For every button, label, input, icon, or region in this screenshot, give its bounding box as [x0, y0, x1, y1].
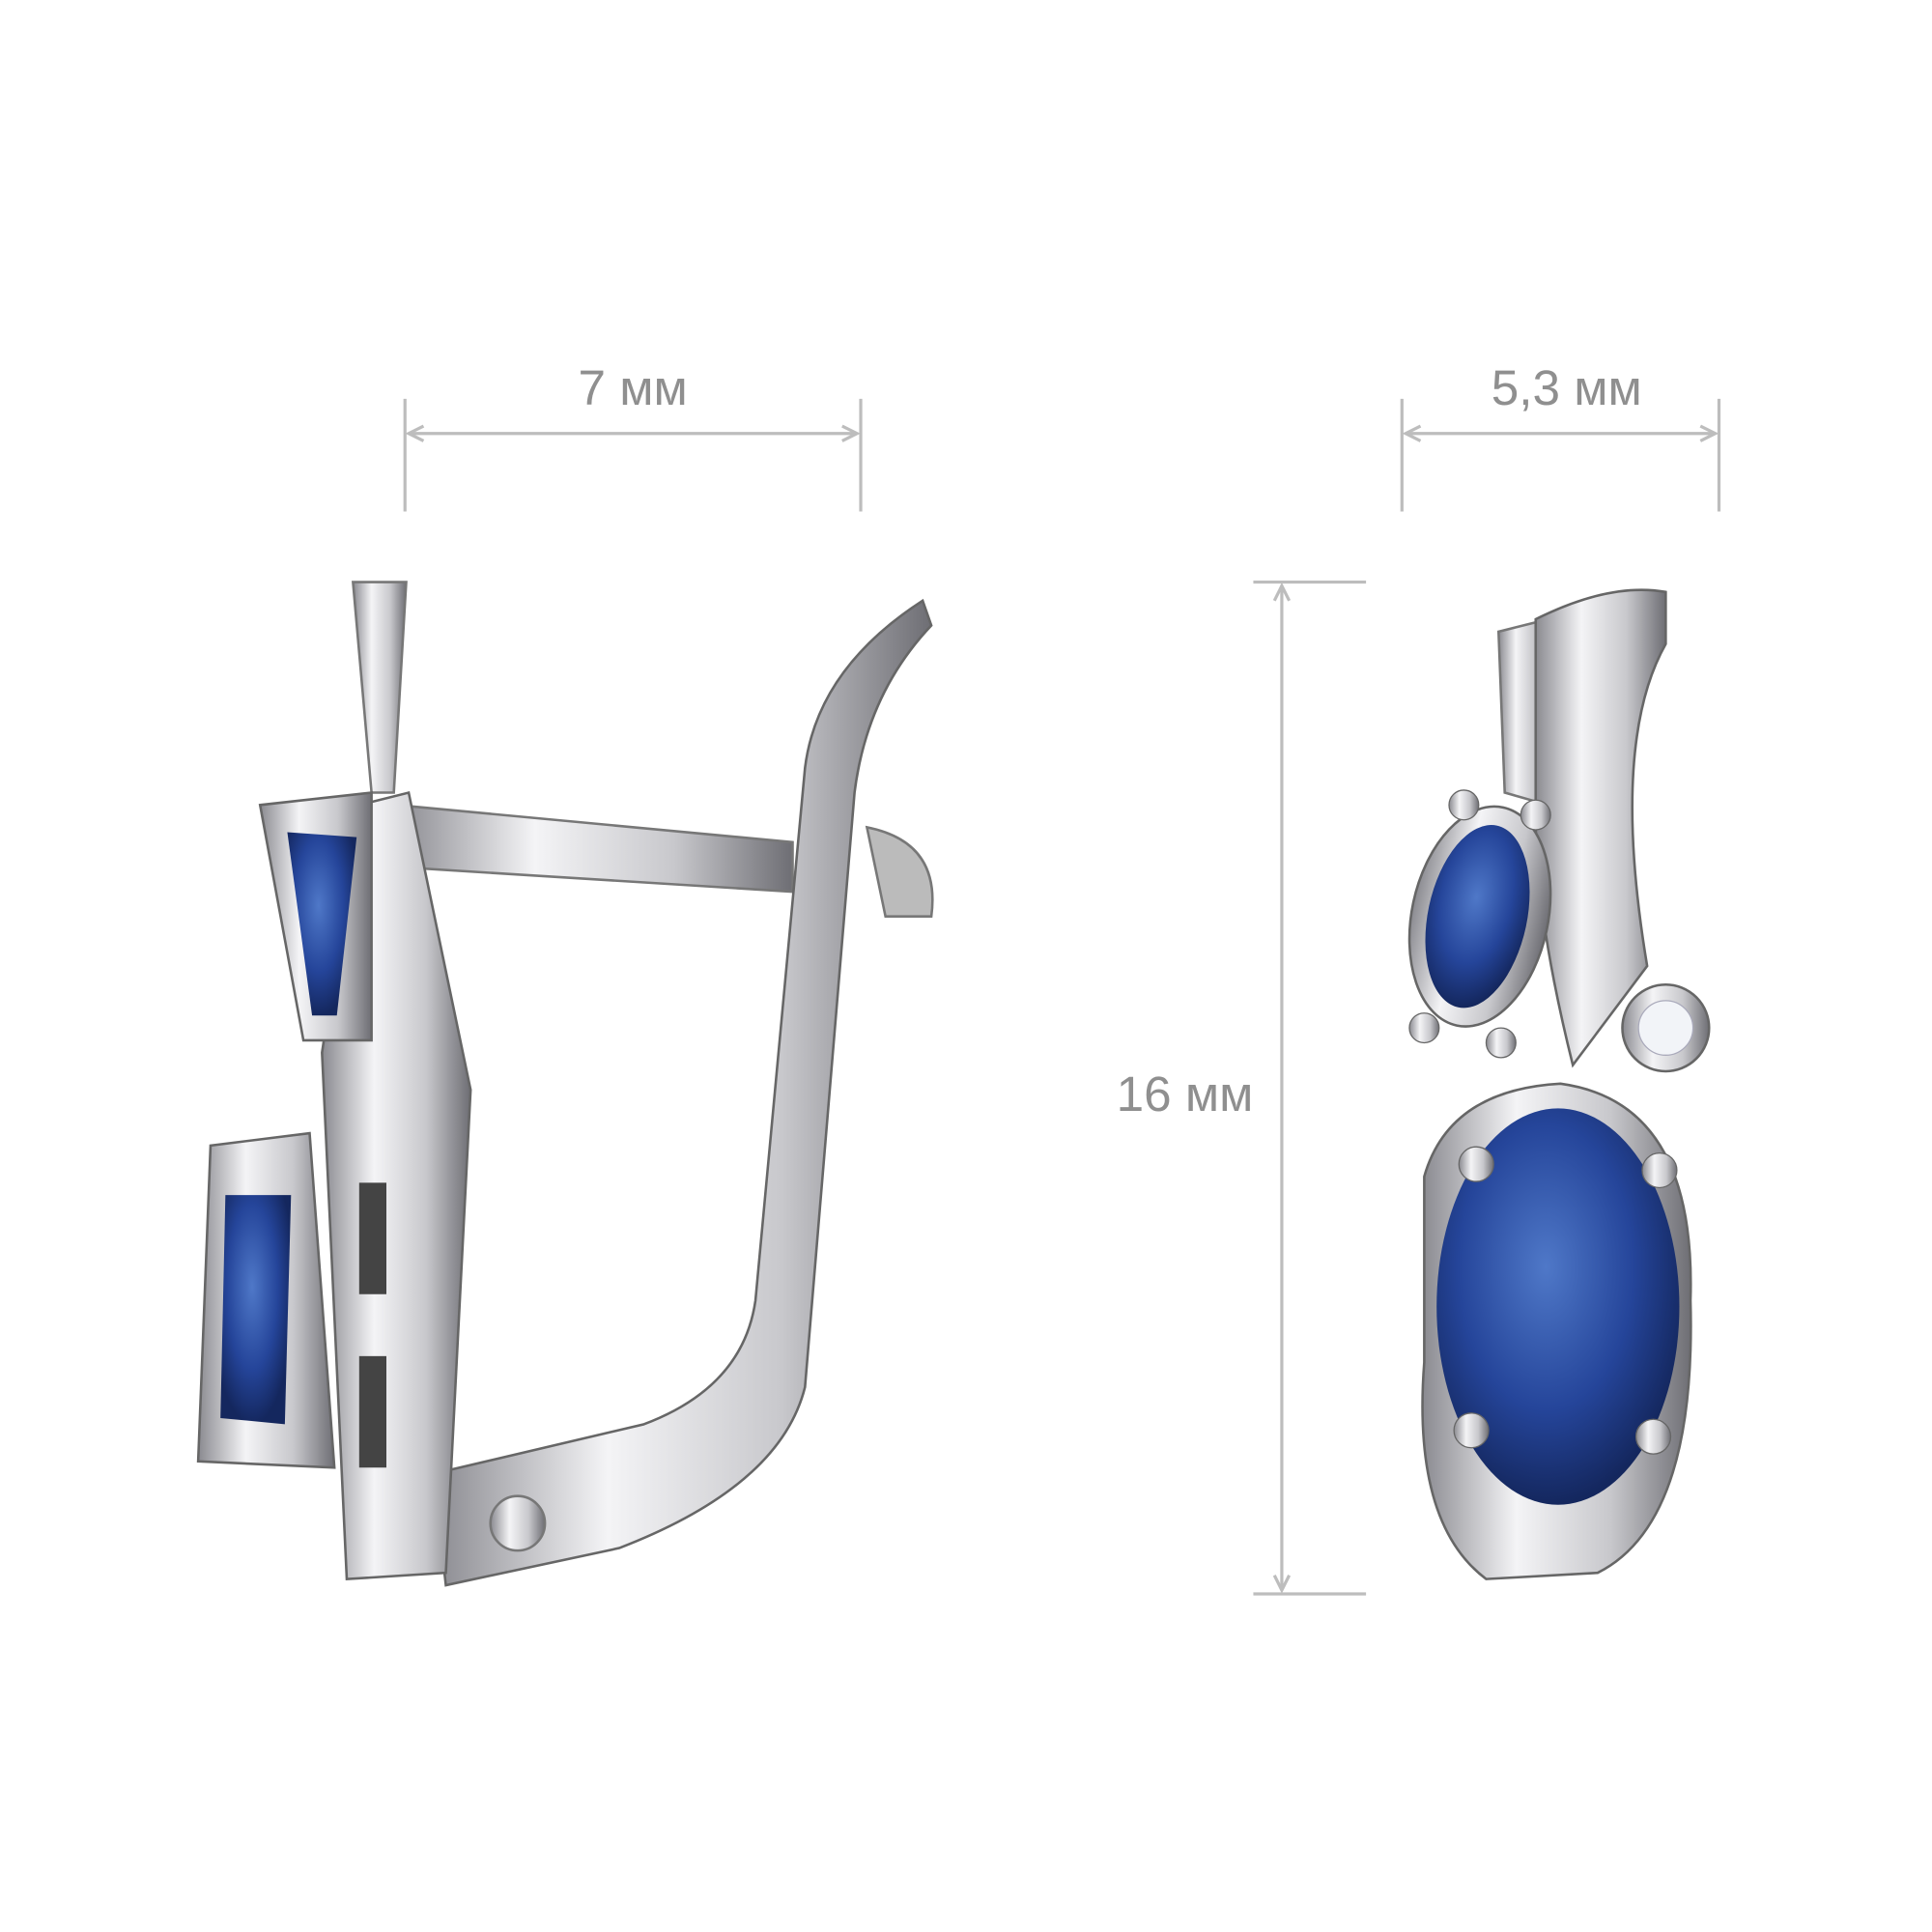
- width-side-label: 7 мм: [579, 360, 688, 415]
- earring-front-view: [1407, 588, 1711, 1580]
- dimension-width-front: 5,3 мм: [1400, 360, 1721, 512]
- dimension-width-side: 7 мм: [403, 360, 863, 512]
- gem-oval-front: [1436, 1108, 1680, 1505]
- dimension-height: 16 мм: [1117, 580, 1367, 1596]
- gem-marquise-side: [287, 832, 357, 1016]
- earring-side-view: [196, 581, 934, 1587]
- gem-round-white: [1637, 1000, 1694, 1056]
- width-front-label: 5,3 мм: [1492, 360, 1642, 415]
- gem-marquise-front: [1425, 825, 1530, 1009]
- height-label: 16 мм: [1117, 1066, 1254, 1122]
- gem-oval-side: [220, 1195, 292, 1425]
